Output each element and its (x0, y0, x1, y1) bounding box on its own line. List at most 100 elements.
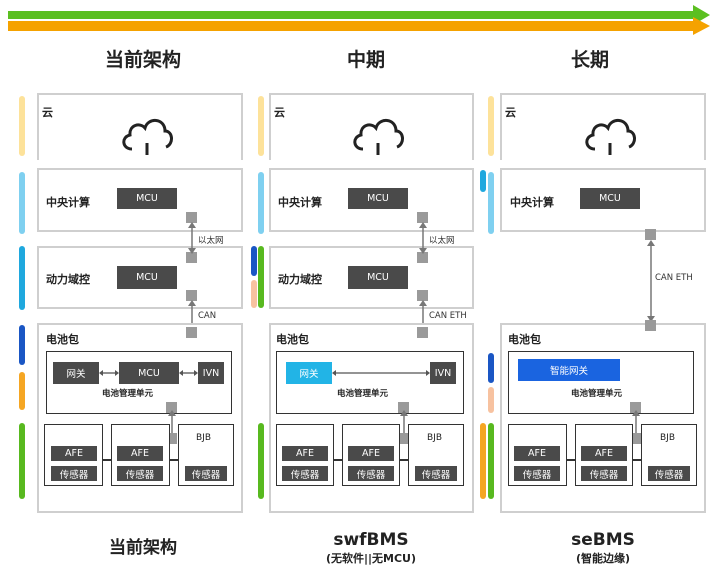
ethernet-label: 以太网 (429, 236, 455, 246)
footer-title-long: seBMS (571, 530, 635, 550)
connector-square-icon (186, 290, 197, 301)
cloud-layer-bar (258, 96, 264, 156)
connector-square-icon (417, 327, 428, 338)
cloud-icon (122, 119, 173, 155)
mgr-layer-bar (19, 372, 25, 410)
cloud-icon (353, 119, 404, 155)
double-arrow-icon (188, 222, 196, 254)
connector-square-icon (630, 433, 641, 444)
bms-label: 电池管理单元 (571, 389, 623, 399)
cell-layer-bar-b (488, 423, 494, 499)
double-arrow-icon (419, 222, 427, 254)
central-mcu: MCU (348, 188, 408, 209)
link-line (170, 459, 178, 461)
afe-block: AFE (581, 446, 627, 461)
footer-title-mid: swfBMS (333, 530, 409, 550)
double-arrow-icon (179, 370, 198, 376)
power-layer-bar-b (251, 280, 257, 308)
sensor-block: 传感器 (185, 466, 227, 481)
battery-label: 电池包 (276, 333, 309, 346)
central-layer-bar (258, 172, 264, 234)
link-line (633, 459, 641, 461)
connector-square-icon (166, 433, 177, 444)
sensor-block: 传感器 (348, 466, 394, 481)
gateway-block: 网关 (53, 362, 99, 384)
smart-gateway-block: 智能网关 (518, 359, 620, 381)
cloud-label: 云 (505, 106, 516, 119)
afe-block: AFE (514, 446, 560, 461)
progress-arrow-icon (8, 5, 710, 35)
connector-square-icon (398, 433, 409, 444)
bms-mcu: MCU (119, 362, 179, 384)
central-mcu: MCU (117, 188, 177, 209)
gateway-block: 网关 (286, 362, 332, 384)
sensor-block: 传感器 (514, 466, 560, 481)
connector-square-icon (417, 212, 428, 223)
connector-square-icon (417, 252, 428, 263)
connector-square-icon (417, 290, 428, 301)
orange-arrow (8, 17, 710, 35)
ivn-block: IVN (430, 362, 456, 384)
ethernet-label: 以太网 (198, 236, 224, 246)
connector-square-icon (645, 229, 656, 240)
afe-block: AFE (282, 446, 328, 461)
cloud-label: 云 (274, 106, 285, 119)
afe-block: AFE (348, 446, 394, 461)
battery-label: 电池包 (46, 333, 79, 346)
double-arrow-icon (647, 240, 655, 322)
central-mcu: MCU (580, 188, 640, 209)
connector-square-icon (166, 402, 177, 413)
cloud-label: 云 (42, 106, 53, 119)
central-layer-bar-a (480, 170, 486, 192)
connector-square-icon (645, 320, 656, 331)
bjb-label: BJB (196, 433, 212, 443)
central-layer-bar (19, 172, 25, 234)
cell-layer-bar (19, 423, 25, 499)
footer-title-current: 当前架构 (109, 538, 177, 558)
cloud-icon (585, 119, 636, 155)
power-mcu: MCU (348, 266, 408, 289)
link-line (400, 459, 408, 461)
central-label: 中央计算 (278, 196, 322, 209)
cell-layer-bar-a (480, 423, 486, 499)
can-label: CAN (198, 311, 217, 321)
cloud-zone (500, 93, 706, 160)
bjb-label: BJB (427, 433, 443, 443)
double-arrow-icon (99, 370, 119, 376)
header-mid: 中期 (346, 49, 385, 71)
can-eth-label: CAN ETH (655, 273, 693, 283)
ivn-block: IVN (198, 362, 224, 384)
double-arrow-icon (332, 370, 430, 376)
central-label: 中央计算 (46, 196, 90, 209)
header-long: 长期 (570, 49, 609, 71)
bms-label: 电池管理单元 (102, 389, 154, 399)
power-label: 动力域控 (46, 273, 90, 286)
sensor-block: 传感器 (648, 466, 690, 481)
battery-layer-bar (19, 325, 25, 365)
cloud-layer-bar (488, 96, 494, 156)
battery-layer-bar (488, 353, 494, 383)
battery-label: 电池包 (508, 333, 541, 346)
connector-square-icon (186, 327, 197, 338)
connector-square-icon (630, 402, 641, 413)
bms-label: 电池管理单元 (337, 389, 389, 399)
sensor-block: 传感器 (51, 466, 97, 481)
footer-subtitle-mid: (无软件||无MCU) (325, 552, 417, 565)
sensor-block: 传感器 (117, 466, 163, 481)
sensor-block: 传感器 (282, 466, 328, 481)
bjb-label: BJB (660, 433, 676, 443)
afe-block: AFE (117, 446, 163, 461)
cloud-layer-bar (19, 96, 25, 156)
power-label: 动力域控 (278, 273, 322, 286)
green-arrow (8, 5, 710, 25)
connector-square-icon (186, 212, 197, 223)
cell-layer-bar (258, 423, 264, 499)
power-layer-bar-c (258, 246, 264, 308)
sensor-block: 传感器 (581, 466, 627, 481)
central-label: 中央计算 (510, 196, 554, 209)
can-eth-label: CAN ETH (429, 311, 467, 321)
power-layer-bar-a (251, 246, 257, 276)
afe-block: AFE (51, 446, 97, 461)
mgr-layer-bar (488, 387, 494, 413)
